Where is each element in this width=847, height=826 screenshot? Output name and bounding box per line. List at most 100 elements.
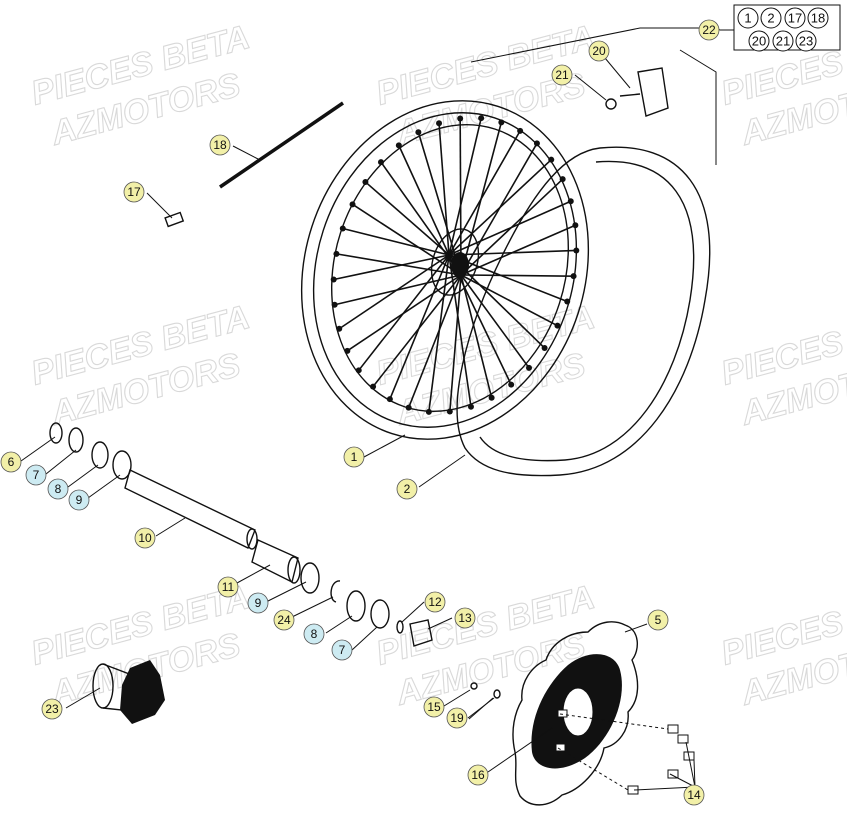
spoke xyxy=(460,274,493,398)
spoke-nipple-dot xyxy=(564,298,571,305)
spoke-nipple-dot xyxy=(349,201,356,208)
callout-1: 1 xyxy=(343,446,365,468)
callout-label: 17 xyxy=(127,185,141,199)
spoke xyxy=(352,203,462,276)
callout-bubble xyxy=(134,527,156,549)
spoke-nipple-dot xyxy=(541,345,548,352)
spoke-nipple-dot xyxy=(446,408,453,415)
spoke xyxy=(460,274,558,327)
callout-label: 7 xyxy=(33,468,40,482)
callout-label: 7 xyxy=(339,643,346,657)
spoke xyxy=(448,117,482,256)
spacer-left xyxy=(68,427,84,453)
callout-8: 8 xyxy=(47,478,69,500)
callout-bubble xyxy=(467,764,489,786)
callout-bubble xyxy=(551,64,573,86)
spoke xyxy=(448,249,577,256)
spoke xyxy=(460,274,574,277)
spoke-nipple-dot xyxy=(377,159,384,166)
spoke-nipple-dot xyxy=(457,115,464,122)
kit-circle xyxy=(748,30,770,52)
callout-label: 13 xyxy=(458,611,472,625)
seal-ring-left xyxy=(91,441,109,469)
tyre xyxy=(456,146,711,477)
spoke xyxy=(448,130,521,256)
callout-24: 24 xyxy=(273,609,295,631)
spoke-nipple-dot xyxy=(362,178,369,185)
spoke-nipple-dot xyxy=(573,247,580,254)
callout-12: 12 xyxy=(424,591,446,613)
kit-label: 21 xyxy=(776,34,790,49)
callout-bubble xyxy=(698,19,720,41)
kit-circle xyxy=(760,7,782,29)
spoke xyxy=(398,145,450,256)
callout-bubble xyxy=(588,40,610,62)
callout-bubble xyxy=(424,591,446,613)
spoke-nipple-dot xyxy=(526,364,533,371)
callout-bubble xyxy=(0,451,22,473)
callout-label: 8 xyxy=(311,627,318,641)
spoke xyxy=(407,274,462,408)
spoke-nipple-dot xyxy=(395,142,402,149)
spoke xyxy=(338,254,450,330)
rim-well xyxy=(330,123,570,413)
callout-label: 21 xyxy=(555,68,569,82)
callout-bubble xyxy=(41,698,63,720)
callout-9: 9 xyxy=(68,489,90,511)
spoke-nipple-dot xyxy=(498,119,505,126)
spoke-nipple-dot xyxy=(570,273,577,280)
callout-label: 18 xyxy=(213,138,227,152)
brake-disc xyxy=(512,621,639,806)
spoke xyxy=(459,118,462,276)
callout-label: 1 xyxy=(351,450,358,464)
spoke xyxy=(333,254,450,281)
callout-16: 16 xyxy=(467,764,489,786)
callout-bubble xyxy=(647,609,669,631)
bearing-right xyxy=(300,562,320,594)
callout-14: 14 xyxy=(683,784,705,806)
callout-15: 15 xyxy=(423,696,445,718)
spoke-nipple-dot xyxy=(386,396,393,403)
callout-label: 14 xyxy=(687,788,701,802)
callout-label: 23 xyxy=(45,702,59,716)
kit-circle xyxy=(737,7,759,29)
spoke-nipple-dot xyxy=(330,276,337,283)
spoke xyxy=(448,159,552,256)
rim-lock-nut xyxy=(605,98,617,110)
bearing-left xyxy=(112,450,132,480)
spoke-nipple-dot xyxy=(425,408,432,415)
wheel-assembly xyxy=(300,100,711,477)
spoke-nipple-dot xyxy=(554,322,561,329)
callout-8: 8 xyxy=(303,623,325,645)
callout-5: 5 xyxy=(647,609,669,631)
callout-20: 20 xyxy=(588,40,610,62)
spoke-nipple-dot xyxy=(478,115,485,122)
spoke-nipple-dot xyxy=(567,198,574,205)
spoke-nipple-dot xyxy=(415,129,422,136)
callout-bubble xyxy=(454,607,476,629)
callout-bubble xyxy=(123,181,145,203)
callout-13: 13 xyxy=(454,607,476,629)
callout-bubble xyxy=(247,592,269,614)
kit-reference-box xyxy=(720,4,841,51)
axle-parts xyxy=(49,422,433,647)
spoke-nipple-dot xyxy=(405,404,412,411)
spoke xyxy=(372,274,462,388)
callout-23: 23 xyxy=(41,698,63,720)
spoke-nipple-dot xyxy=(339,225,346,232)
spoke xyxy=(380,161,462,276)
small-washer xyxy=(470,682,478,690)
spoke xyxy=(460,274,530,369)
spoke xyxy=(448,200,572,256)
callout-bubble xyxy=(446,707,468,729)
callout-label: 8 xyxy=(55,482,62,496)
spoke xyxy=(460,224,576,276)
callout-22: 22 xyxy=(698,19,720,41)
spoke-nipple-dot xyxy=(331,301,338,308)
callout-11: 11 xyxy=(217,576,239,598)
rim-inner xyxy=(312,112,578,428)
axle xyxy=(124,469,256,549)
axle-nut xyxy=(409,619,433,647)
rim-lock xyxy=(605,67,669,117)
